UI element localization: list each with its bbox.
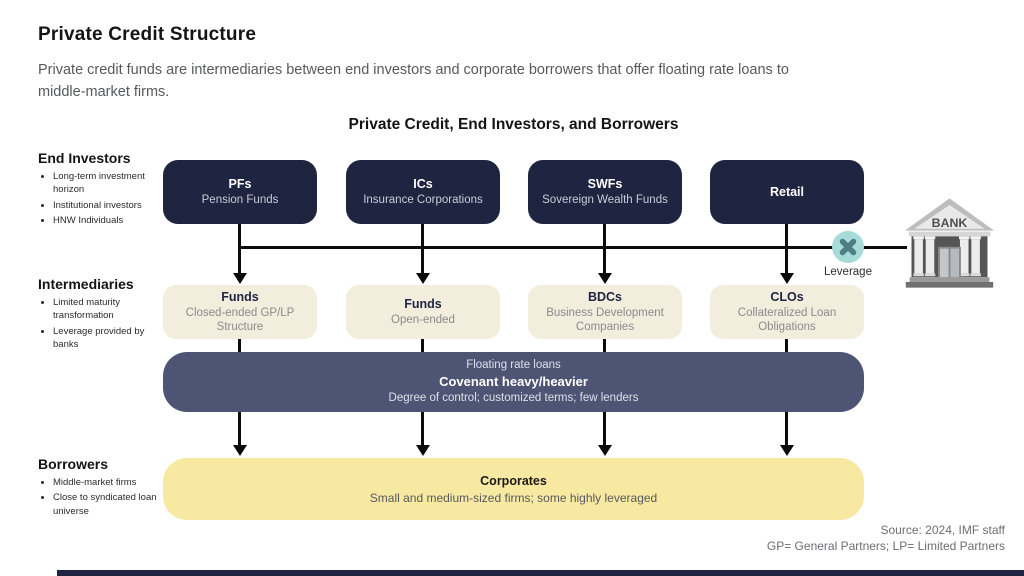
box-abbr: PFs: [228, 177, 252, 192]
bank-icon: BANK: [902, 197, 997, 289]
page-subtitle: Private credit funds are intermediaries …: [38, 62, 789, 100]
box-abbr: Funds: [221, 290, 259, 305]
connector-line: [603, 339, 606, 353]
box-name: Pension Funds: [201, 194, 279, 207]
arrow-down-icon: [780, 273, 794, 284]
bottom-accent-bar: [57, 570, 1024, 576]
arrow-down-icon: [598, 445, 612, 456]
bullet-item: Institutional investors: [53, 199, 162, 212]
connector-line: [603, 224, 606, 274]
loan-band-line3: Degree of control; customized terms; few…: [388, 391, 639, 404]
investor-box-retail: Retail: [710, 160, 864, 224]
box-abbr: BDCs: [587, 290, 623, 305]
box-name: Collateralized Loan Obligations: [737, 307, 837, 334]
arrow-down-icon: [416, 445, 430, 456]
connector-line: [785, 339, 788, 353]
connector-line: [421, 412, 424, 446]
connector-line: [238, 412, 241, 446]
arrow-down-icon: [598, 273, 612, 284]
box-abbr: SWFs: [587, 177, 623, 192]
box-abbr: CLOs: [770, 290, 804, 305]
section-bullets: Middle-market firms Close to syndicated …: [38, 476, 162, 518]
box-abbr: Retail: [769, 184, 805, 199]
box-name: Business Development Companies: [546, 307, 664, 334]
investor-box-swfs: SWFs Sovereign Wealth Funds: [528, 160, 682, 224]
leverage-label: Leverage: [824, 266, 872, 278]
section-bullets: Limited maturity transformation Leverage…: [38, 296, 162, 351]
source-note: Source: 2024, IMF staff: [880, 523, 1005, 537]
intermediary-box-bdcs: BDCs Business Development Companies: [528, 285, 682, 339]
arrow-down-icon: [780, 445, 794, 456]
bullet-item: Middle-market firms: [53, 476, 162, 489]
corporates-band: Corporates Small and medium-sized firms;…: [163, 458, 864, 520]
loan-band-line1: Floating rate loans: [466, 358, 561, 371]
box-abbr: Funds: [404, 297, 442, 312]
loan-band-line2: Covenant heavy/heavier: [439, 374, 588, 390]
corporates-title: Corporates: [480, 473, 547, 488]
bullet-item: Close to syndicated loan universe: [53, 491, 162, 518]
arrow-down-icon: [233, 445, 247, 456]
connector-line: [785, 224, 788, 274]
arrow-down-icon: [416, 273, 430, 284]
section-heading: Intermediaries: [38, 276, 134, 292]
section-end-investors: End Investors Long-term investment horiz…: [38, 150, 162, 229]
corporates-subtitle: Small and medium-sized firms; some highl…: [369, 490, 658, 505]
intermediary-box-clos: CLOs Collateralized Loan Obligations: [710, 285, 864, 339]
bank-label: BANK: [932, 216, 968, 230]
connector-line: [421, 339, 424, 353]
section-bullets: Long-term investment horizon Institution…: [38, 170, 162, 227]
connector-line: [421, 224, 424, 274]
connector-line-horizontal: [239, 246, 907, 249]
abbreviation-note: GP= General Partners; LP= Limited Partne…: [766, 539, 1005, 553]
intermediary-box-closed-funds: Funds Closed-ended GP/LP Structure: [163, 285, 317, 339]
box-name: Closed-ended GP/LP Structure: [185, 307, 295, 334]
connector-line: [785, 412, 788, 446]
page-title: Private Credit Structure: [38, 24, 257, 45]
bullet-item: Long-term investment horizon: [53, 170, 162, 197]
loan-terms-band: Floating rate loans Covenant heavy/heavi…: [163, 352, 864, 412]
section-heading: Borrowers: [38, 456, 109, 472]
intermediary-box-open-funds: Funds Open-ended: [346, 285, 500, 339]
investor-box-ics: ICs Insurance Corporations: [346, 160, 500, 224]
leverage-x-icon: [832, 231, 864, 263]
bullet-item: Leverage provided by banks: [53, 325, 162, 352]
section-intermediaries: Intermediaries Limited maturity transfor…: [38, 276, 162, 353]
investor-box-pfs: PFs Pension Funds: [163, 160, 317, 224]
section-heading: End Investors: [38, 150, 131, 166]
box-name: Sovereign Wealth Funds: [542, 194, 668, 207]
arrow-down-icon: [233, 273, 247, 284]
connector-line: [603, 412, 606, 446]
bullet-item: HNW Individuals: [53, 214, 162, 227]
box-abbr: ICs: [413, 177, 433, 192]
box-name: Open-ended: [391, 314, 455, 327]
bullet-item: Limited maturity transformation: [53, 296, 162, 323]
connector-line: [238, 339, 241, 353]
box-name: Insurance Corporations: [363, 194, 483, 207]
connector-line: [238, 224, 241, 274]
diagram-title: Private Credit, End Investors, and Borro…: [348, 116, 679, 133]
section-borrowers: Borrowers Middle-market firms Close to s…: [38, 456, 162, 520]
